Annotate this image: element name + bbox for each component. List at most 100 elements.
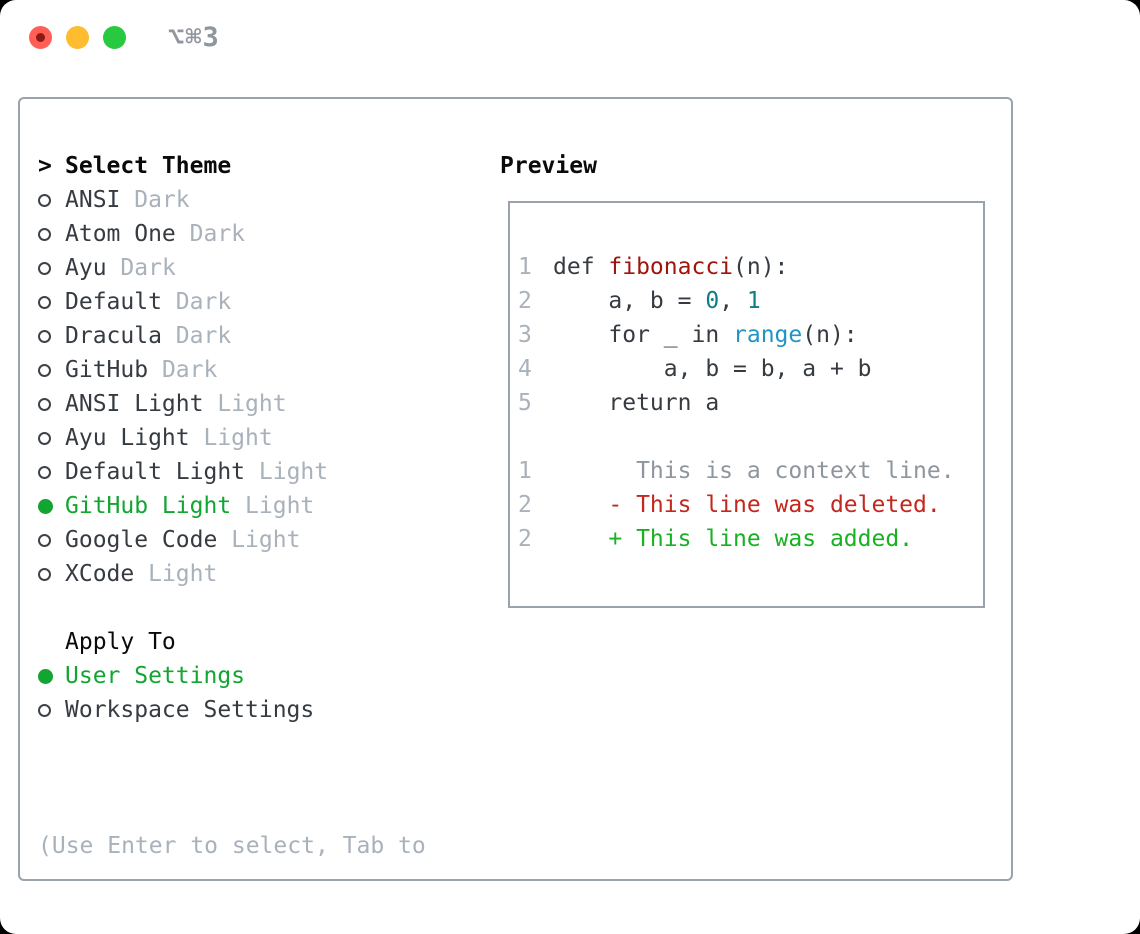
code-token: a, b = [553,288,706,314]
theme-variant: Light [231,527,301,553]
radio-icon [38,431,65,445]
theme-name: ANSI [65,187,121,213]
theme-name: Atom One [65,221,176,247]
theme-picker-panel: > Select Theme ANSI Dark Atom One Dark A… [18,97,1013,881]
theme-list-title: Select Theme [65,153,232,179]
code-line-1: 1 def fibonacci(n): [510,250,983,284]
radio-icon [38,193,65,207]
apply-to-header: Apply To [38,625,314,659]
theme-variant: Dark [120,255,176,281]
apply-option-label: User Settings [65,663,246,689]
radio-icon [38,465,65,479]
code-token: (n): [733,254,789,280]
code-token: range [733,322,803,348]
diff-added-line: 2 + This line was added. [510,522,983,556]
zoom-button[interactable] [103,26,126,49]
code-line-2: 2 a, b = 0, 1 [510,284,983,318]
diff-context-text: This is a context line. [553,458,955,484]
line-number: 2 [518,288,532,314]
theme-option-github-light[interactable]: GitHub Light Light [38,489,328,523]
theme-list: > Select Theme ANSI Dark Atom One Dark A… [38,149,328,591]
theme-name: Ayu Light [65,425,190,451]
theme-variant: Light [258,459,329,485]
radio-selected-icon [38,498,65,514]
theme-option-atom-one-dark[interactable]: Atom One Dark [38,217,328,251]
radio-icon [38,363,65,377]
cursor-marker: > [38,153,65,179]
theme-option-ansi-light[interactable]: ANSI Light Light [38,387,328,421]
unsaved-dot [36,33,45,42]
code-token: , [719,288,747,314]
apply-option-workspace-settings[interactable]: Workspace Settings [38,693,314,727]
radio-icon [38,533,65,547]
line-number: 4 [518,356,532,382]
apply-to-section: Apply To User Settings Workspace Setting… [38,625,314,727]
code-token: return a [553,390,720,416]
keyboard-hint: (Use Enter to select, Tab to change focu… [38,761,426,934]
radio-icon [38,295,65,309]
code-token: (n): [802,322,858,348]
code-token: def [553,254,609,280]
apply-to-title: Apply To [65,629,176,655]
line-number: 1 [518,254,532,280]
theme-variant: Dark [134,187,190,213]
theme-variant: Dark [175,289,232,315]
theme-option-dracula-dark[interactable]: Dracula Dark [38,319,328,353]
theme-option-ayu-light[interactable]: Ayu Light Light [38,421,328,455]
code-token: 1 [746,288,761,314]
theme-option-ayu-dark[interactable]: Ayu Dark [38,251,328,285]
window-title: ⌥⌘3 [168,22,220,53]
titlebar: ⌥⌘3 [0,0,1140,74]
line-number: 1 [518,458,532,484]
theme-name: Google Code [65,527,218,553]
diff-context-line: 1 This is a context line. [510,454,983,488]
code-token: a, b = b, a + b [553,356,872,382]
apply-option-label: Workspace Settings [65,697,315,723]
code-token: 0 [705,288,720,314]
code-line-3: 3 for _ in range(n): [510,318,983,352]
theme-option-ansi-dark[interactable]: ANSI Dark [38,183,328,217]
theme-name: ANSI Light [65,391,204,417]
code-line-blank [510,420,983,454]
theme-variant: Light [203,425,273,451]
preview-title: Preview [500,153,597,179]
theme-name: GitHub Light [65,493,232,519]
theme-option-default-dark[interactable]: Default Dark [38,285,328,319]
radio-icon [38,703,65,717]
diff-deleted-line: 2 - This line was deleted. [510,488,983,522]
code-token: fibonacci [608,254,734,280]
diff-added-text: + This line was added. [553,526,914,552]
theme-name: Dracula [65,323,162,349]
line-number: 2 [518,526,532,552]
close-button[interactable] [29,26,52,49]
theme-option-google-code-light[interactable]: Google Code Light [38,523,328,557]
diff-deleted-text: - This line was deleted. [553,492,941,518]
theme-variant: Light [217,391,287,417]
line-number: 5 [518,390,532,416]
minimize-button[interactable] [66,26,89,49]
line-number: 3 [518,322,532,348]
radio-icon [38,227,65,241]
radio-icon [38,261,65,275]
line-number: 2 [518,492,532,518]
theme-name: XCode [65,561,135,587]
theme-variant: Light [148,561,218,587]
theme-option-xcode-light[interactable]: XCode Light [38,557,328,591]
theme-option-default-light[interactable]: Default Light Light [38,455,328,489]
theme-variant: Dark [189,221,246,247]
hint-line-1: (Use Enter to select, Tab to [38,833,426,859]
apply-option-user-settings[interactable]: User Settings [38,659,314,693]
radio-icon [38,397,65,411]
theme-name: Default [65,289,162,315]
code-line-5: 5 return a [510,386,983,420]
radio-selected-icon [38,668,65,684]
theme-name: Ayu [65,255,107,281]
prompt-icon: > [38,153,52,179]
code-token: for _ in [553,322,734,348]
theme-list-header: > Select Theme [38,149,328,183]
code-line-4: 4 a, b = b, a + b [510,352,983,386]
theme-option-github-dark[interactable]: GitHub Dark [38,353,328,387]
